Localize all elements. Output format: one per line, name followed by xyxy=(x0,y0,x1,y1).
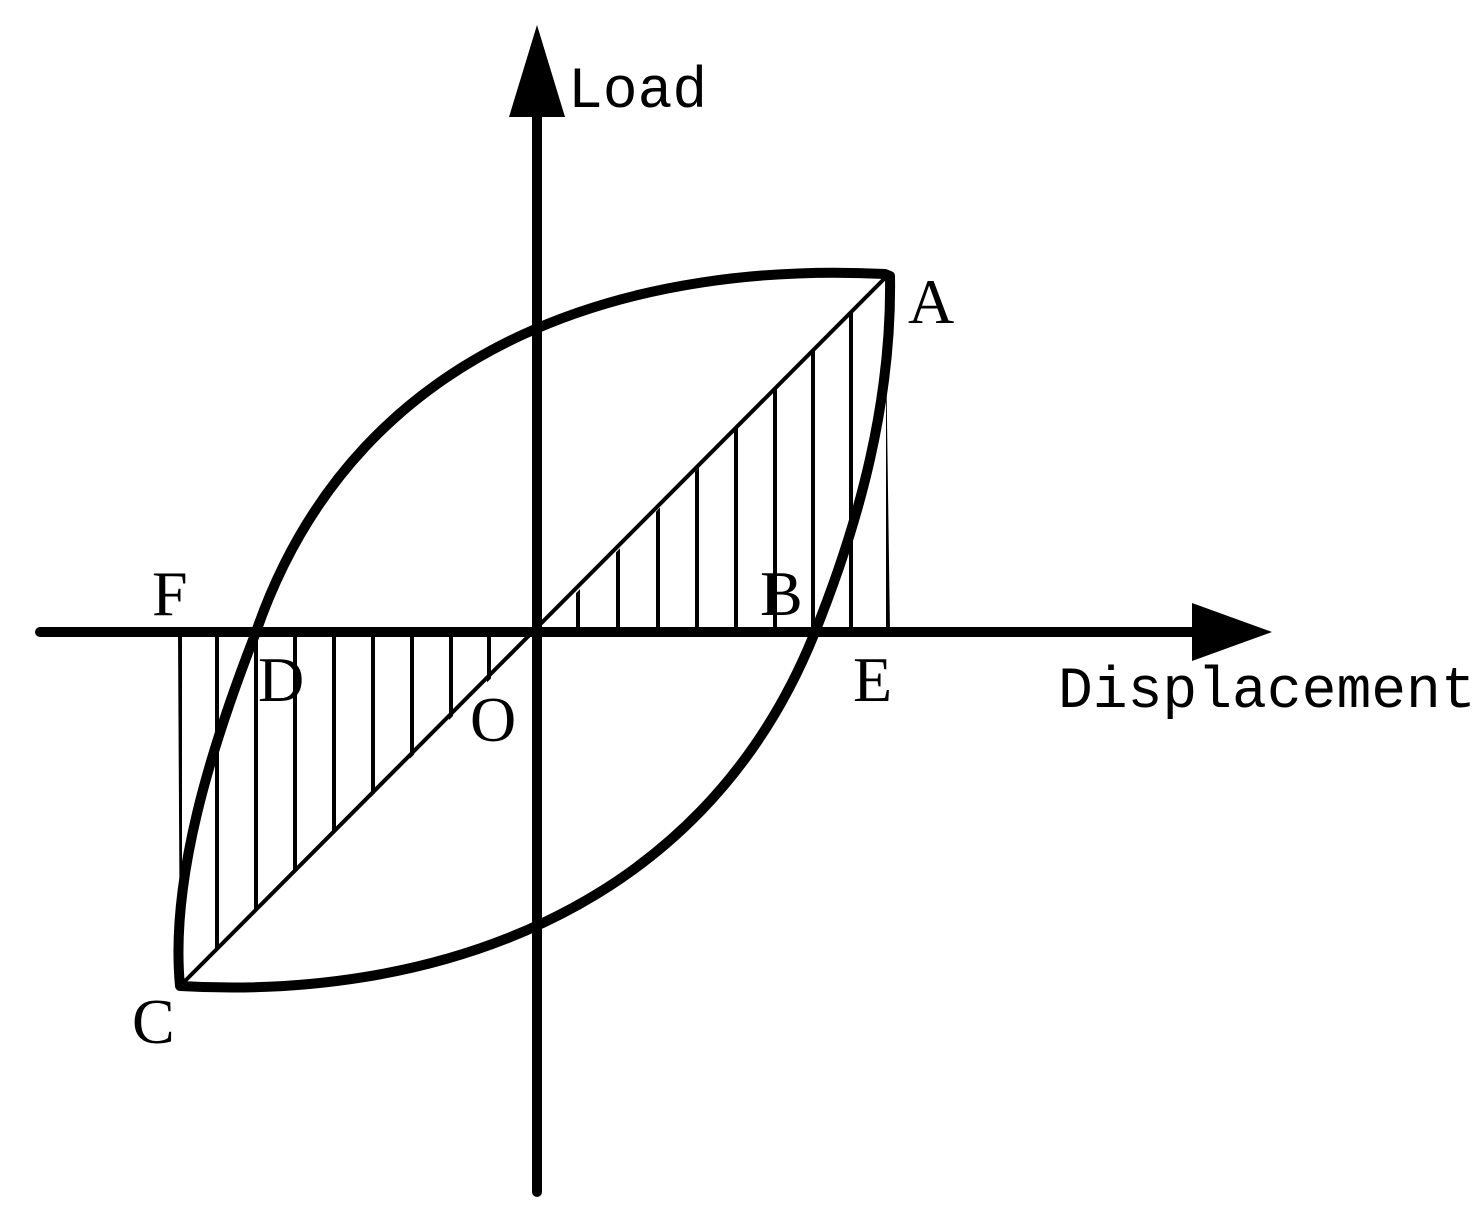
point-label-b: B xyxy=(760,558,803,629)
y-axis-label: Load xyxy=(568,60,708,125)
point-label-f: F xyxy=(152,558,188,629)
point-label-d: D xyxy=(258,644,305,715)
x-axis-arrow-icon xyxy=(1192,603,1272,661)
hysteresis-loop xyxy=(173,267,896,993)
hatch-area-left xyxy=(178,632,491,986)
point-label-c: C xyxy=(132,986,175,1057)
point-label-e: E xyxy=(853,644,893,715)
x-axis-label: Displacement xyxy=(1058,660,1475,725)
y-axis-arrow-icon xyxy=(509,25,565,117)
point-label-a: A xyxy=(908,266,955,337)
point-label-o: O xyxy=(470,684,517,755)
